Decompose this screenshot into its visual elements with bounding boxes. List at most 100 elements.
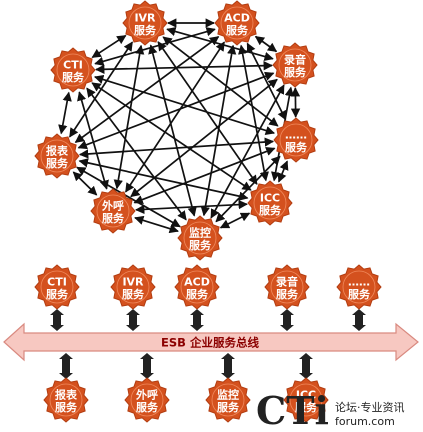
node-label-line1: 监控 bbox=[217, 388, 239, 402]
node-label-line2: 服务 bbox=[134, 23, 157, 37]
link-etc-cti bbox=[94, 74, 275, 136]
node-label-line2: 服务 bbox=[122, 287, 145, 301]
node-label-line2: 服务 bbox=[348, 287, 371, 301]
gear-ring bbox=[270, 270, 304, 304]
node-label-line2: 服务 bbox=[226, 23, 249, 37]
node-label-line2: 服务 bbox=[136, 400, 159, 414]
gear-icon bbox=[110, 264, 156, 310]
node-label-line2: 服务 bbox=[186, 287, 209, 301]
link-rpt-cti bbox=[58, 91, 72, 135]
gear-icon bbox=[214, 0, 260, 46]
gear-icon bbox=[34, 133, 80, 179]
gear-ring bbox=[220, 6, 254, 40]
node-label-line1: CTI bbox=[63, 59, 83, 72]
connector-b-etc bbox=[352, 309, 366, 331]
node-label-line1: ICC bbox=[260, 192, 280, 205]
gear-ring bbox=[211, 383, 245, 417]
gear-icon bbox=[264, 264, 310, 310]
gear-icon bbox=[174, 264, 220, 310]
node-label-line1: ACD bbox=[184, 276, 210, 289]
gear-ring bbox=[96, 194, 130, 228]
gear-ring bbox=[40, 139, 74, 173]
link-ivr-out bbox=[113, 44, 145, 190]
node-label-line1: 外呼 bbox=[101, 199, 124, 213]
connector-b-mon bbox=[221, 353, 235, 379]
node-label-line1: 监控 bbox=[189, 226, 211, 240]
node-label-line2: 服务 bbox=[102, 211, 125, 225]
gear-icon bbox=[205, 377, 251, 423]
node-label-line1: CTI bbox=[47, 276, 67, 289]
gear-icon bbox=[90, 188, 136, 234]
gear-icon bbox=[50, 47, 96, 93]
watermark-tagline: 论坛·专业资讯 bbox=[335, 400, 405, 414]
gear-ring bbox=[180, 270, 214, 304]
node-label-line1: IVR bbox=[122, 276, 144, 289]
node-label-line2: 服务 bbox=[46, 156, 69, 170]
node-label-line2: 服务 bbox=[295, 400, 318, 414]
gear-ring bbox=[279, 123, 313, 157]
connector-b-rpt bbox=[59, 353, 73, 379]
node-label-line2: 服务 bbox=[46, 287, 69, 301]
service-node-b-etc: ……服务 bbox=[336, 264, 382, 310]
node-label-line2: 服务 bbox=[276, 287, 299, 301]
link-rec-cti bbox=[95, 61, 273, 74]
gear-ring bbox=[49, 383, 83, 417]
node-label-line1: IVR bbox=[134, 12, 156, 25]
mesh-links bbox=[58, 18, 301, 234]
watermark: CTi 论坛·专业资讯 forum.com bbox=[256, 388, 405, 432]
bus-connectors bbox=[50, 309, 366, 379]
node-label-line1: 外呼 bbox=[135, 388, 158, 402]
gear-icon bbox=[273, 117, 319, 163]
node-label-line2: 服务 bbox=[189, 238, 212, 252]
service-node-etc: ……服务 bbox=[273, 117, 319, 163]
watermark-logo: CTi bbox=[256, 388, 329, 432]
esb-bus: ESB 企业服务总线 bbox=[3, 322, 419, 362]
gear-ring bbox=[183, 221, 217, 255]
gear-icon bbox=[283, 377, 329, 423]
node-label-line1: 报表 bbox=[55, 388, 78, 402]
gear-icon bbox=[247, 180, 293, 226]
gear-icon bbox=[177, 215, 223, 261]
connector-b-out bbox=[140, 353, 154, 379]
connector-b-cti bbox=[50, 309, 64, 331]
connector-b-ivr bbox=[126, 309, 140, 331]
gear-ring bbox=[130, 383, 164, 417]
node-label-line1: ACD bbox=[224, 12, 250, 25]
node-label-line2: 服务 bbox=[217, 400, 240, 414]
node-label-line1: …… bbox=[348, 276, 370, 289]
link-out-rpt bbox=[72, 171, 98, 196]
node-label-line1: ICC bbox=[296, 389, 316, 402]
gear-ring bbox=[128, 6, 162, 40]
gear-ring bbox=[342, 270, 376, 304]
link-out-cti bbox=[77, 91, 109, 190]
link-acd-cti bbox=[94, 27, 216, 66]
node-label-line2: 服务 bbox=[62, 70, 85, 84]
gear-ring bbox=[40, 270, 74, 304]
gear-ring bbox=[278, 48, 312, 82]
link-mon-out bbox=[134, 215, 179, 234]
link-rec-rpt bbox=[77, 71, 275, 150]
node-label-line1: 录音 bbox=[276, 275, 298, 289]
connector-b-acd bbox=[190, 309, 204, 331]
gear-icon bbox=[272, 42, 318, 88]
link-acd-rec bbox=[254, 35, 278, 53]
gear-ring bbox=[116, 270, 150, 304]
gear-icon bbox=[124, 377, 170, 423]
gear-icon bbox=[336, 264, 382, 310]
